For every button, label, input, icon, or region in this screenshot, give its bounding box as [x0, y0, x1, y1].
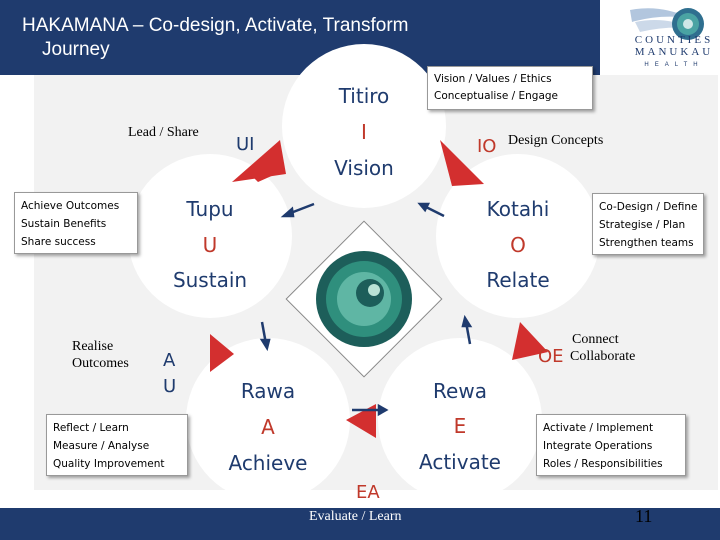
stage-tupu-theme: Sustain — [172, 268, 248, 292]
reflect-box: Reflect / Learn Measure / Analyse Qualit… — [46, 414, 188, 476]
stage-titiro-word: Titiro — [338, 84, 390, 108]
transition-ea-code: EA — [356, 482, 380, 503]
activate-box-line: Roles / Responsibilities — [543, 458, 663, 470]
realise-outcomes-label: Realise Outcomes — [72, 338, 129, 372]
stage-rawa-theme: Achieve — [228, 451, 308, 475]
red-arrow-ea — [346, 404, 376, 438]
tupu-circle — [128, 154, 292, 318]
rewa-circle — [378, 338, 542, 502]
red-arrow-ui-head — [232, 140, 286, 182]
design-concepts-label: Design Concepts — [508, 133, 604, 148]
codesign-box-line: Strategise / Plan — [599, 219, 686, 231]
codesign-box-line: Strengthen teams — [599, 237, 694, 249]
logo-line1: COUNTIES — [634, 34, 714, 46]
stage-kotahi-word: Kotahi — [486, 197, 550, 221]
stage-tupu-word: Tupu — [186, 197, 234, 221]
stage-titiro-letter: I — [361, 120, 367, 144]
slide-title: HAKAMANA – Co-design, Activate, Transfor… — [22, 14, 452, 62]
vision-box: Vision / Values / Ethics Conceptualise /… — [427, 66, 593, 110]
rawa-circle — [186, 338, 350, 502]
logo-subtitle: HEALTH — [644, 62, 704, 68]
activate-box-line: Activate / Implement — [543, 422, 654, 434]
vision-box-line: Vision / Values / Ethics — [434, 73, 552, 85]
title-band — [0, 0, 600, 75]
stage-rawa-word: Rawa — [240, 379, 296, 403]
activate-box-line: Integrate Operations — [543, 440, 653, 452]
reflect-box-line: Reflect / Learn — [53, 422, 129, 434]
activate-box: Activate / Implement Integrate Operation… — [536, 414, 686, 476]
achieve-box-line: Achieve Outcomes — [21, 200, 120, 212]
red-arrow-au — [210, 334, 234, 372]
codesign-box: Co-Design / Define Strategise / Plan Str… — [592, 193, 704, 255]
footer-bar — [0, 508, 720, 540]
lead-share-label: Lead / Share — [128, 125, 199, 140]
logo-line2: MANUKAU — [634, 46, 714, 58]
titiro-circle — [282, 44, 446, 208]
logo-wordmark: COUNTIES MANUKAU — [628, 34, 720, 58]
slide-title-line1: HAKAMANA – Co-design, Activate, Transfor… — [22, 15, 409, 36]
footer-evaluate-learn: Evaluate / Learn — [309, 509, 402, 524]
stage-rewa-word: Rewa — [433, 379, 487, 403]
counties-manukau-logo — [630, 8, 704, 40]
transition-au-code-a: A — [163, 350, 176, 371]
page-number: 11 — [635, 506, 653, 526]
stage-rewa-theme: Activate — [419, 450, 501, 474]
codesign-box-line: Co-Design / Define — [599, 201, 698, 213]
reflect-box-line: Measure / Analyse — [53, 440, 150, 452]
stage-tupu-letter: U — [202, 233, 218, 257]
kotahi-circle — [436, 154, 600, 318]
transition-au-code: A U — [163, 348, 176, 400]
red-arrow-io — [440, 140, 484, 186]
transition-ui-code: UI — [236, 134, 255, 155]
outcomes-label: Outcomes — [72, 356, 129, 371]
transition-oe-code: OE — [538, 346, 564, 367]
achieve-box-line: Sustain Benefits — [21, 218, 107, 230]
stage-kotahi-theme: Relate — [486, 268, 550, 292]
collaborate-label: Collaborate — [570, 349, 636, 364]
vision-box-line: Conceptualise / Engage — [434, 90, 559, 102]
stage-kotahi-letter: O — [510, 233, 526, 257]
red-arrow-oe — [512, 322, 548, 360]
achieve-box-line: Share success — [21, 236, 96, 248]
realise-label: Realise — [72, 339, 114, 354]
slide-title-line2: Journey — [42, 39, 110, 60]
koru-emblem — [285, 220, 443, 378]
transition-io-code: IO — [477, 136, 497, 157]
reflect-box-line: Quality Improvement — [53, 458, 165, 470]
achieve-box: Achieve Outcomes Sustain Benefits Share … — [14, 192, 138, 254]
connect-label: Connect — [572, 332, 619, 347]
stage-rawa-letter: A — [261, 415, 275, 439]
stage-titiro-theme: Vision — [334, 156, 394, 180]
stage-rewa-letter: E — [453, 414, 467, 438]
transition-au-code-u: U — [163, 376, 177, 397]
connect-collaborate-label: Connect Collaborate — [570, 331, 635, 365]
